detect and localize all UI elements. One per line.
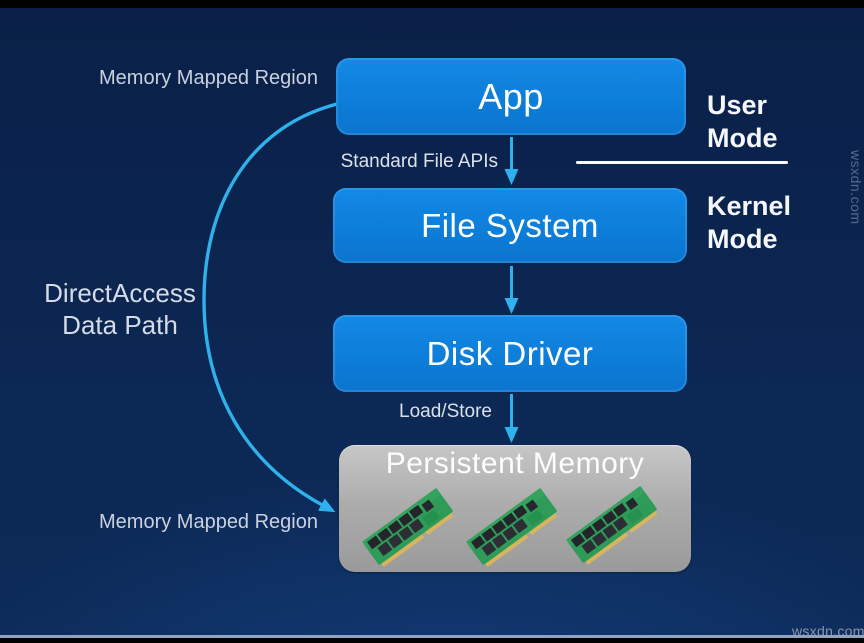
node-file-system-label: File System xyxy=(421,206,599,244)
node-app: App xyxy=(336,58,686,135)
kernel-mode-label: Kernel Mode xyxy=(707,190,791,256)
directaccess-data-path-label: DirectAccess Data Path xyxy=(26,277,214,341)
memory-dimm-icon xyxy=(465,487,558,567)
memory-dimm-icon xyxy=(361,487,454,567)
user-mode-label: User Mode xyxy=(707,89,778,155)
bottom-divider-line xyxy=(0,635,864,638)
watermark-bottom-right: wsxdn.com xyxy=(792,623,864,639)
node-file-system: File System xyxy=(333,188,687,263)
top-letterbox-bar xyxy=(0,0,864,8)
memory-mapped-region-top-label: Memory Mapped Region xyxy=(99,67,318,89)
memory-dimm-icon xyxy=(565,485,658,565)
bottom-letterbox-bar xyxy=(0,638,864,643)
kernel-mode-line1: Kernel xyxy=(707,191,792,221)
node-persistent-memory-label: Persistent Memory xyxy=(385,447,645,480)
directaccess-line2: Data Path xyxy=(62,310,178,340)
user-mode-line1: User xyxy=(707,90,768,120)
mode-divider-line xyxy=(576,161,788,164)
load-store-label: Load/Store xyxy=(399,401,492,422)
node-disk-driver: Disk Driver xyxy=(333,315,687,392)
watermark-right-edge: wsxdn.com xyxy=(848,150,864,225)
node-app-label: App xyxy=(478,75,544,117)
node-disk-driver-label: Disk Driver xyxy=(426,334,594,372)
directaccess-line1: DirectAccess xyxy=(44,278,196,308)
memory-mapped-region-bottom-label: Memory Mapped Region xyxy=(99,511,318,533)
kernel-mode-line2: Mode xyxy=(707,224,778,254)
node-persistent-memory: Persistent Memory xyxy=(339,445,691,572)
user-mode-line2: Mode xyxy=(707,123,778,153)
standard-file-apis-label: Standard File APIs xyxy=(340,151,498,172)
